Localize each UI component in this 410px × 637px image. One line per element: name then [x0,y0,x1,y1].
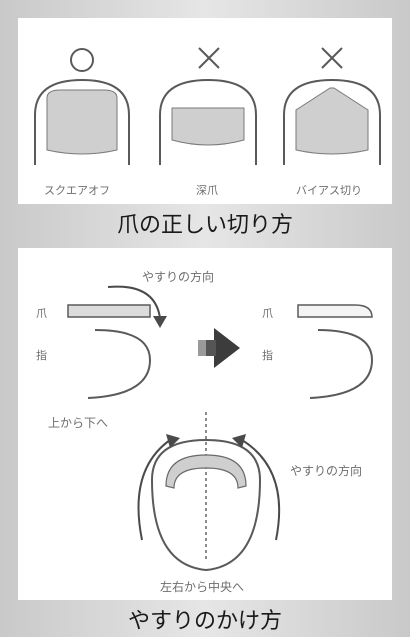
label-right-finger: 指 [262,349,273,362]
label-right-nail: 爪 [262,307,273,320]
finger-bias-cut [283,78,381,165]
bad-mark-icon-2 [321,47,343,69]
fingertip-front-view [150,438,262,572]
caption-filing-method: やすりのかけ方 [127,609,282,634]
right-nail-side-view [297,304,374,399]
side-arrow-right-icon [232,434,281,541]
file-direction-arrow-down-icon [107,285,167,328]
label-left-nail: 爪 [36,307,47,320]
finger-square-off [34,78,130,165]
label-deep-cut: 深爪 [196,184,218,197]
left-nail-side-view [67,304,152,399]
caption-correct-cutting: 爪の正しい切り方 [116,213,293,238]
transition-arrow-icon [198,328,240,368]
label-left-finger: 指 [36,349,47,362]
bad-mark-icon-1 [198,47,220,69]
label-sides-to-center: 左右から中央へ [160,580,245,594]
side-arrow-left-icon [137,434,180,541]
label-side-file-direction: やすりの方向 [290,464,363,478]
good-mark-icon [70,48,94,72]
label-top-file-direction: やすりの方向 [142,270,215,284]
label-top-to-bottom: 上から下へ [48,416,109,430]
label-bias-cut: バイアス切り [296,184,362,197]
label-square-off: スクエアオフ [44,184,110,197]
finger-deep-cut [159,78,257,165]
